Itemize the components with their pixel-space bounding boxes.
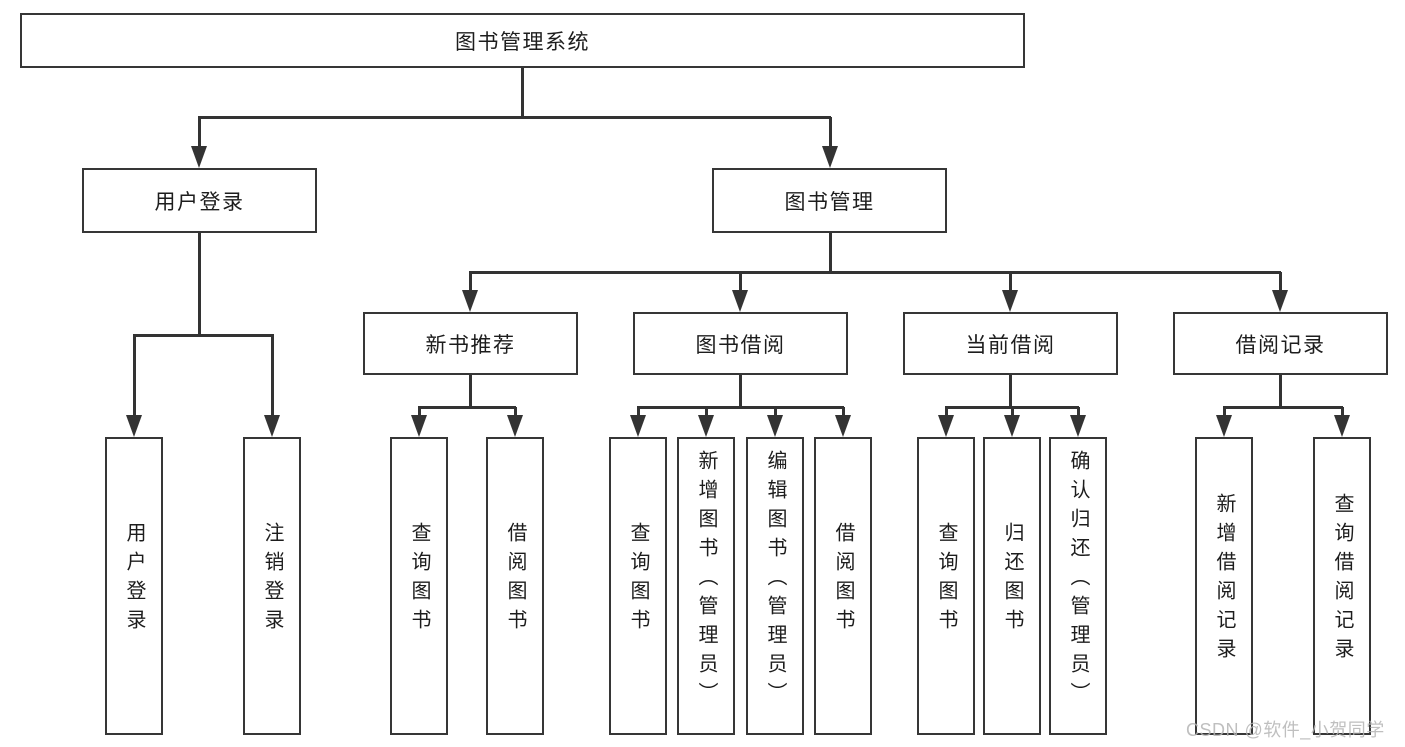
connector-vline: [774, 407, 777, 417]
connector-vline: [829, 233, 832, 273]
connector-hline: [133, 334, 274, 337]
connector-arrowhead-down: [1216, 415, 1232, 437]
leaf-borrowing-borrow-books: 借阅图书: [814, 437, 872, 735]
connector-hline: [198, 116, 831, 119]
node-label: 查询图书: [627, 522, 649, 638]
node-label: 借阅记录: [1235, 333, 1326, 357]
connector-vline: [705, 407, 708, 417]
connector-vline: [739, 272, 742, 292]
node-label: 图书管理: [784, 190, 875, 214]
connector-arrowhead-down: [264, 415, 280, 437]
node-label: 编辑图书（管理员）: [764, 449, 786, 711]
leaf-user-login: 用户登录: [105, 437, 163, 735]
connector-arrowhead-down: [1070, 415, 1086, 437]
node-label: 新书推荐: [425, 333, 516, 357]
connector-arrowhead-down: [822, 146, 838, 168]
leaf-current-confirm-return-admin: 确认归还（管理员）: [1049, 437, 1107, 735]
node-label: 新增图书（管理员）: [695, 449, 717, 711]
connector-arrowhead-down: [126, 415, 142, 437]
connector-vline: [469, 375, 472, 408]
connector-arrowhead-down: [767, 415, 783, 437]
connector-arrowhead-down: [1272, 290, 1288, 312]
connector-vline: [521, 68, 524, 118]
node-label: 查询图书: [935, 522, 957, 638]
leaf-logout: 注销登录: [243, 437, 301, 735]
node-user-login: 用户登录: [82, 168, 317, 233]
connector-hline: [1223, 406, 1343, 409]
node-label: 归还图书: [1001, 522, 1023, 638]
node-label: 查询图书: [408, 522, 430, 638]
connector-arrowhead-down: [411, 415, 427, 437]
connector-arrowhead-down: [191, 146, 207, 168]
leaf-borrowing-add-books-admin: 新增图书（管理员）: [677, 437, 735, 735]
leaf-current-query-books: 查询图书: [917, 437, 975, 735]
connector-arrowhead-down: [835, 415, 851, 437]
connector-vline: [418, 407, 421, 417]
node-library-management-system: 图书管理系统: [20, 13, 1025, 68]
connector-hline: [469, 271, 1281, 274]
node-borrowing-records: 借阅记录: [1173, 312, 1388, 375]
node-label: 借阅图书: [832, 522, 854, 638]
connector-vline: [198, 117, 201, 148]
node-label: 用户登录: [123, 522, 145, 638]
connector-arrowhead-down: [507, 415, 523, 437]
connector-vline: [271, 335, 274, 417]
connector-arrowhead-down: [630, 415, 646, 437]
connector-vline: [829, 117, 832, 148]
node-label: 图书借阅: [695, 333, 786, 357]
connector-vline: [1011, 407, 1014, 417]
connector-arrowhead-down: [462, 290, 478, 312]
node-label: 当前借阅: [965, 333, 1056, 357]
connector-vline: [198, 233, 201, 335]
connector-vline: [1009, 375, 1012, 408]
node-book-management: 图书管理: [712, 168, 947, 233]
node-label: 注销登录: [261, 522, 283, 638]
connector-vline: [739, 375, 742, 408]
leaf-borrowing-query-books: 查询图书: [609, 437, 667, 735]
connector-hline: [418, 406, 516, 409]
node-new-book-recommendation: 新书推荐: [363, 312, 578, 375]
leaf-recommend-query-books: 查询图书: [390, 437, 448, 735]
connector-vline: [1279, 375, 1282, 408]
node-label: 借阅图书: [504, 522, 526, 638]
node-label: 图书管理系统: [455, 30, 590, 54]
leaf-borrowing-edit-books-admin: 编辑图书（管理员）: [746, 437, 804, 735]
connector-arrowhead-down: [1334, 415, 1350, 437]
connector-arrowhead-down: [1002, 290, 1018, 312]
leaf-records-add-borrow-record: 新增借阅记录: [1195, 437, 1253, 735]
leaf-current-return-books: 归还图书: [983, 437, 1041, 735]
connector-vline: [1009, 272, 1012, 292]
connector-vline: [514, 407, 517, 417]
connector-vline: [637, 407, 640, 417]
connector-vline: [1279, 272, 1282, 292]
leaf-records-query-borrow-record: 查询借阅记录: [1313, 437, 1371, 735]
node-label: 新增借阅记录: [1213, 493, 1235, 667]
connector-vline: [842, 407, 845, 417]
connector-vline: [1341, 407, 1344, 417]
node-label: 用户登录: [154, 190, 245, 214]
connector-vline: [1077, 407, 1080, 417]
node-label: 查询借阅记录: [1331, 493, 1353, 667]
connector-vline: [945, 407, 948, 417]
connector-vline: [469, 272, 472, 292]
connector-arrowhead-down: [938, 415, 954, 437]
connector-arrowhead-down: [698, 415, 714, 437]
connector-arrowhead-down: [1004, 415, 1020, 437]
connector-arrowhead-down: [732, 290, 748, 312]
connector-vline: [1223, 407, 1226, 417]
connector-vline: [133, 335, 136, 417]
node-book-borrowing: 图书借阅: [633, 312, 848, 375]
node-label: 确认归还（管理员）: [1067, 449, 1089, 711]
node-current-borrowing: 当前借阅: [903, 312, 1118, 375]
leaf-recommend-borrow-books: 借阅图书: [486, 437, 544, 735]
csdn-watermark: CSDN @软件_小贺同学: [1186, 720, 1385, 740]
connector-hline: [637, 406, 844, 409]
